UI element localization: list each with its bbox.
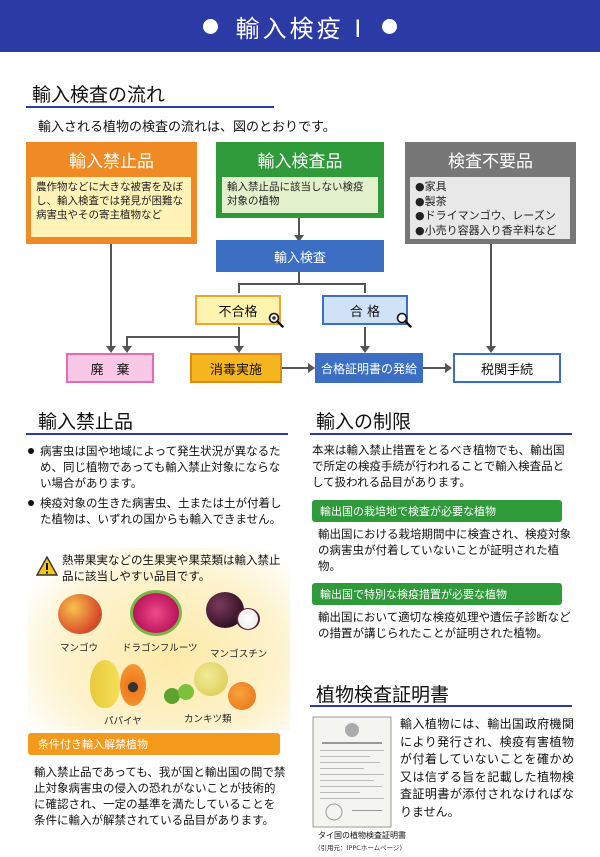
exempt-list: ●家具 ●製茶 ●ドライマンゴウ、レーズン ●小売り容器入り香辛料など (410, 177, 570, 239)
exempt-item: ●製茶 (415, 194, 447, 208)
exempt-box: 検査不要品 ●家具 ●製茶 ●ドライマンゴウ、レーズン ●小売り容器入り香辛料な… (405, 142, 576, 244)
magnifier-icon (268, 312, 284, 328)
conditional-text: 輸入禁止品であっても、我が国と輸出国の間で禁止対象病害虫の侵入の恐れがないことが… (34, 765, 286, 827)
connector-line (298, 272, 300, 284)
conditional-title: 条件付き輸入解禁植物 (28, 733, 280, 755)
fruit-label-papaya: パパイヤ (104, 716, 142, 727)
prohibited-section-underline (26, 433, 288, 435)
flow-title: 輸入検査の流れ (32, 84, 166, 106)
exempt-item: ●小売り容器入り香辛料など (415, 223, 557, 237)
orange-image (228, 682, 256, 710)
papaya-cut-image (120, 664, 146, 706)
page-title: 輸入検疫 I (235, 14, 365, 43)
certificate-section-title: 植物検査証明書 (316, 684, 450, 706)
fruit-label-mangosteen: マンゴスチン (210, 649, 268, 660)
arrow-right-icon (308, 363, 315, 373)
arrow-down-icon (360, 346, 370, 353)
connector-line (282, 367, 310, 369)
arrow-down-icon (106, 346, 116, 353)
connector-line (364, 327, 366, 348)
papaya-image (90, 660, 120, 708)
bullet-dot-icon (202, 18, 218, 34)
connector-line (490, 244, 492, 348)
warning-text: 熱帯果実などの生果実や果菜類は輸入禁止品に該当しやすい品目です。 (62, 553, 281, 583)
customs-node: 税関手続 (453, 353, 561, 383)
pomelo-image (194, 662, 228, 696)
certificate-caption: タイ国の植物検査証明書 (318, 831, 406, 840)
flow-title-underline (26, 106, 274, 108)
page-header: 輸入検疫 I (0, 0, 600, 52)
connector-line (110, 244, 112, 348)
certificate-text: 輸入植物には、輸出国政府機関により発行され、検疫有害植物が付着していないことを確… (400, 717, 574, 819)
inspection-node: 輸入検査 (216, 240, 384, 272)
connector-line (126, 336, 128, 348)
connector-line (423, 367, 447, 369)
fruit-label-citrus: カンキツ類 (184, 714, 232, 725)
inspection-box: 輸入検査品 輸入禁止品に該当しない検疫対象の植物 (216, 142, 384, 218)
restriction-section-underline (310, 433, 572, 435)
arrow-down-icon (234, 346, 244, 353)
restriction-case-text: 輸出国における栽培期間中に検査され、検疫対象の病害虫が付着していないことが証明さ… (318, 527, 572, 573)
fruit-label-dragonfruit: ドラゴンフルーツ (122, 643, 198, 654)
inspection-desc: 輸入禁止品に該当しない検疫対象の植物 (222, 177, 378, 213)
connector-line (364, 283, 366, 293)
certificate-source: (引用元：IPPCホームページ) (318, 844, 403, 852)
exempt-item: ●家具 (415, 180, 447, 193)
arrow-down-icon (122, 346, 132, 353)
restriction-case-label: 輸出国で特別な検疫措置が必要な植物 (312, 583, 562, 605)
fail-node: 不合格 (195, 295, 281, 325)
arrow-right-icon (445, 363, 452, 373)
disinfect-node: 消毒実施 (190, 353, 282, 383)
lime-image (164, 688, 180, 704)
magnifier-icon (396, 312, 412, 328)
bullet-dot-icon (382, 18, 398, 34)
restriction-section-title: 輸入の制限 (316, 411, 412, 433)
restriction-intro: 本来は輸入禁止措置をとるべき植物でも、輸出国で所定の検疫手続が行われることで輸入… (312, 443, 565, 489)
dragonfruit-image (130, 590, 182, 636)
prohibited-bullets: 病害虫は国や地域によって発生状況が異なるため、同じ植物であっても輸入禁止対象にな… (28, 443, 288, 531)
arrow-down-icon (294, 235, 304, 242)
prohibited-desc: 農作物などに大きな被害を及ぼし、輸入検査では発見が困難な病害虫やその寄主植物など (31, 177, 191, 237)
connector-line (238, 283, 240, 293)
mangosteen-cut-image (236, 608, 260, 630)
bullet-item: 検疫対象の生きた病害虫、土または土が付着した植物は、いずれの国からも輸入できませ… (28, 495, 288, 527)
connector-line (238, 327, 240, 348)
restriction-case-label: 輸出国の栽培地で検査が必要な植物 (312, 500, 562, 522)
inspection-title: 輸入検査品 (257, 152, 343, 172)
connector-line (298, 218, 300, 238)
flow-intro: 輸入される植物の検査の流れは、図のとおりです。 (38, 120, 336, 135)
connector-line (126, 336, 238, 338)
prohibited-section-title: 輸入禁止品 (38, 411, 134, 433)
mango-image (58, 594, 102, 634)
connector-line (238, 283, 366, 285)
prohibited-title: 輸入禁止品 (69, 152, 154, 172)
arrow-down-icon (486, 346, 496, 353)
exempt-title: 検査不要品 (448, 152, 533, 172)
bullet-item: 病害虫は国や地域によって発生状況が異なるため、同じ植物であっても輸入禁止対象にな… (28, 443, 288, 491)
exempt-item: ●ドライマンゴウ、レーズン (415, 209, 556, 222)
pass-node: 合 格 (322, 295, 408, 325)
lime-image (178, 684, 194, 700)
restriction-case-text: 輸出国において適切な検疫処理や遺伝子診断などの措置が講じられたことが証明された植… (318, 610, 571, 640)
certificate-image (312, 716, 392, 828)
certificate-node: 合格証明書の発給 (315, 353, 423, 383)
warning-icon (36, 556, 58, 576)
prohibited-box: 輸入禁止品 農作物などに大きな被害を及ぼし、輸入検査では発見が困難な病害虫やその… (26, 142, 197, 244)
disposal-node: 廃 棄 (66, 353, 154, 383)
fruit-label-mango: マンゴウ (60, 643, 99, 654)
certificate-section-underline (310, 705, 572, 707)
